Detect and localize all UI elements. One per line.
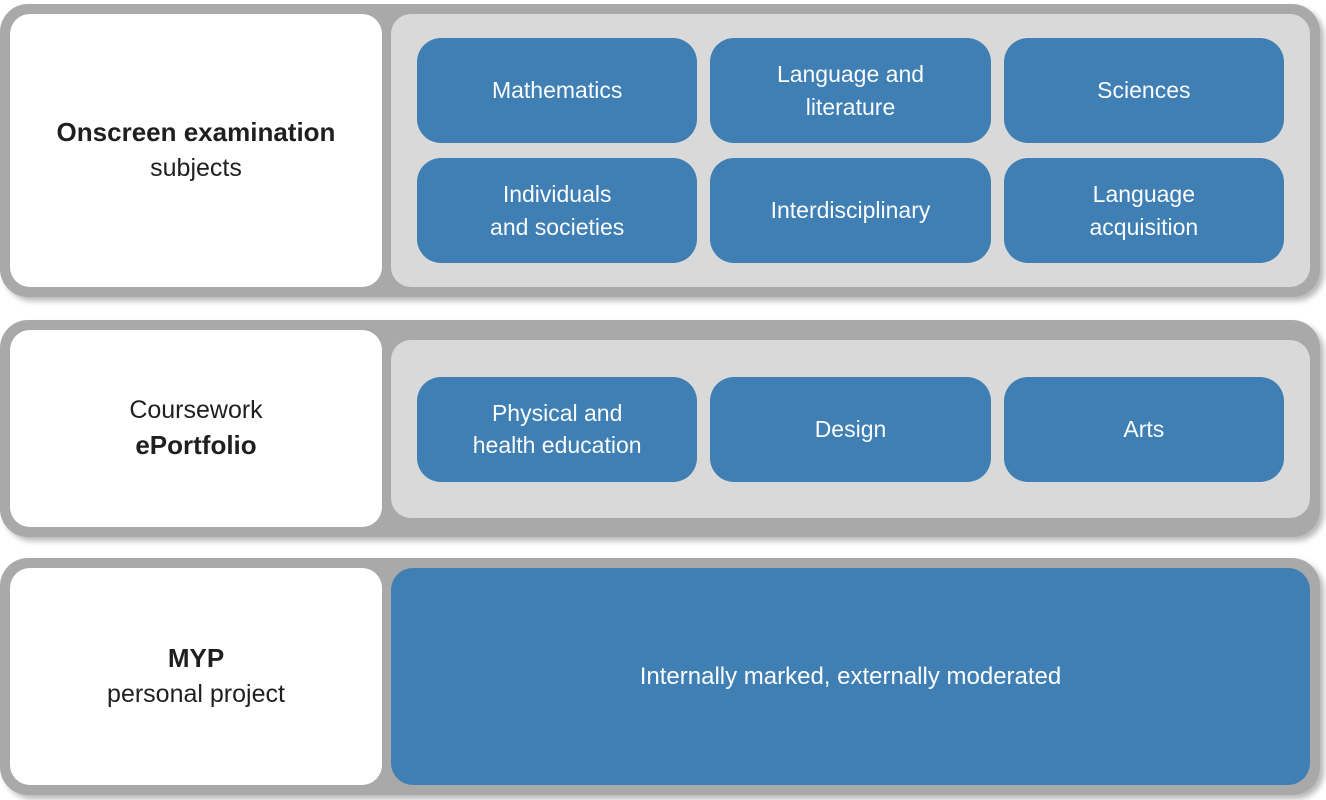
subject-box-design: Design — [710, 376, 991, 482]
subject-box-language-and-literature: Language and literature — [710, 38, 991, 143]
subject-label: acquisition — [1089, 213, 1199, 240]
subjects-panel-coursework: Physical and health education Design Art… — [391, 340, 1310, 518]
row-label-line-2: personal project — [107, 680, 285, 709]
subject-label: Interdisciplinary — [770, 197, 931, 224]
row-onscreen-examination-subjects: Onscreen examination subjects Mathematic… — [0, 4, 1320, 297]
subject-box-language-acquisition: Language acquisition — [1003, 158, 1284, 263]
subject-label: health education — [472, 432, 642, 458]
banner-label: Internally marked, externally moderated — [639, 662, 1062, 690]
row-label-line-1: Onscreen examination — [56, 117, 336, 148]
row-label-line-1: MYP — [167, 643, 225, 674]
subject-label: Physical and — [491, 399, 623, 426]
subject-label: Arts — [1123, 415, 1165, 442]
label-box-onscreen-examination: Onscreen examination subjects — [10, 14, 382, 287]
subjects-row: Physical and health education Design Art… — [391, 340, 1310, 518]
row-label-line-2: ePortfolio — [135, 429, 257, 460]
subject-box-sciences: Sciences — [1003, 38, 1284, 143]
subject-label: Sciences — [1097, 77, 1191, 104]
subject-label: Language and — [776, 61, 925, 88]
row-label-line-2: subjects — [150, 154, 242, 183]
row-coursework-eportfolio: Coursework ePortfolio Physical and healt… — [0, 320, 1320, 537]
row-label-line-1: Coursework — [129, 396, 263, 425]
row-myp-personal-project: MYP personal project Internally marked, … — [0, 558, 1320, 795]
subject-label: Individuals — [502, 181, 612, 208]
subject-box-interdisciplinary: Interdisciplinary — [710, 158, 991, 263]
banner-internally-marked-externally-moderated: Internally marked, externally moderated — [391, 568, 1310, 785]
subject-label: literature — [805, 93, 896, 120]
subject-label: Mathematics — [491, 77, 623, 104]
subject-label: Design — [814, 415, 887, 442]
subject-box-arts: Arts — [1003, 376, 1284, 482]
subjects-panel-onscreen: Mathematics Language and literature Scie… — [391, 14, 1310, 287]
subject-label: and societies — [490, 213, 625, 240]
subject-box-individuals-and-societies: Individuals and societies — [417, 158, 698, 263]
subjects-grid: Mathematics Language and literature Scie… — [391, 14, 1310, 287]
label-box-coursework-eportfolio: Coursework ePortfolio — [10, 330, 382, 527]
subject-box-physical-and-health-education: Physical and health education — [417, 376, 698, 482]
subject-label: Language — [1092, 181, 1195, 208]
label-box-myp-personal-project: MYP personal project — [10, 568, 382, 785]
subject-box-mathematics: Mathematics — [417, 38, 698, 143]
